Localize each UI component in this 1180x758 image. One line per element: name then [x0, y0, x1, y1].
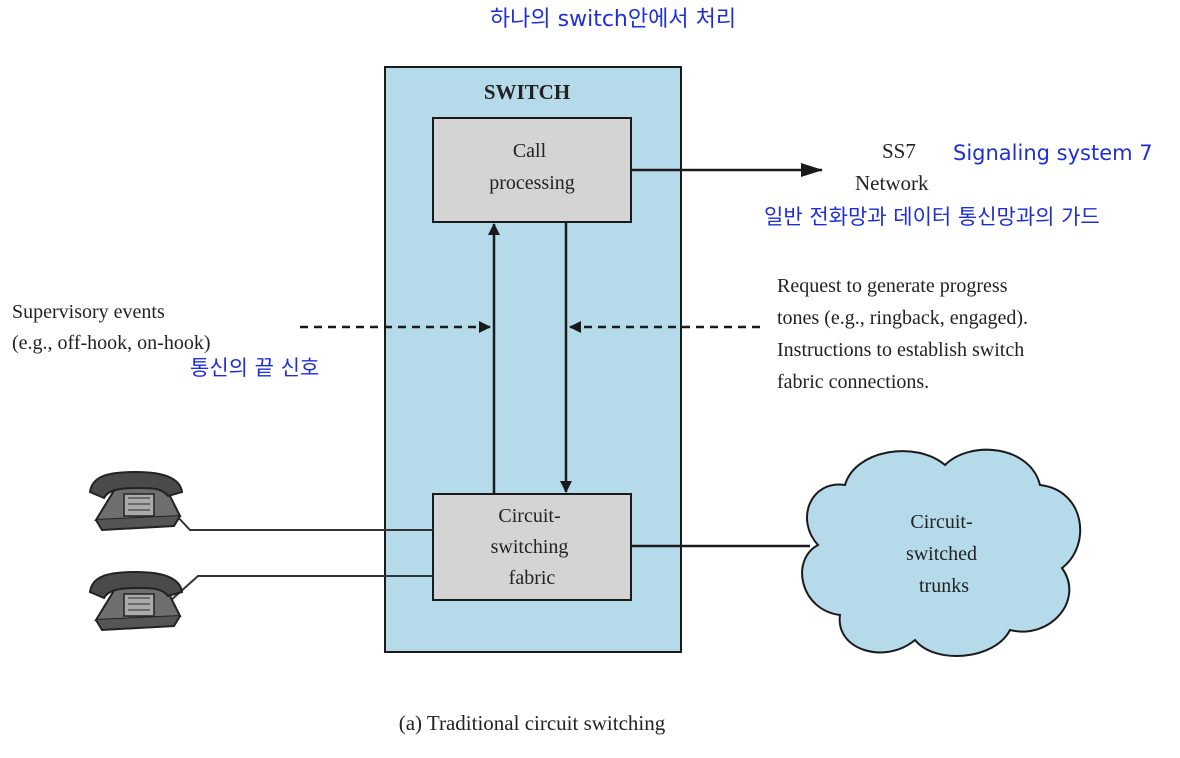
request-label: Request to generate progress tones (e.g.… [777, 275, 1033, 393]
trunks-line-1: Circuit- [910, 511, 972, 533]
phone-2-wire [159, 575, 433, 611]
call-processing-line-1: Call [513, 140, 547, 162]
request-line-1: Request to generate progress [777, 275, 1008, 297]
fabric-line-3: fabric [509, 567, 556, 589]
top-annotation: 하나의 switch안에서 처리 [490, 7, 736, 32]
trunks-label: Circuit- switched trunks [906, 511, 982, 597]
phone-1-wire [174, 513, 433, 531]
telephone-icon [88, 470, 184, 532]
supervisory-events-label: Supervisory events (e.g., off-hook, on-h… [12, 301, 210, 354]
trunks-line-3: trunks [919, 575, 969, 597]
switch-title: SWITCH [484, 80, 570, 104]
network-label: Network [855, 171, 929, 195]
fabric-line-2: switching [491, 536, 569, 558]
call-processing-box [432, 117, 632, 223]
figure-caption: (a) Traditional circuit switching [399, 711, 666, 735]
supervisory-line-2: (e.g., off-hook, on-hook) [12, 332, 210, 354]
onhook-annotation: 통신의 끝 신호 [190, 356, 319, 380]
switching-fabric-label: Circuit- switching fabric [491, 505, 574, 589]
telephone-icon [88, 570, 184, 632]
request-line-2: tones (e.g., ringback, engaged). [777, 307, 1028, 329]
call-processing-line-2: processing [489, 172, 575, 194]
trunks-cloud [801, 448, 1082, 657]
fabric-line-1: Circuit- [498, 505, 560, 527]
ss7-expansion-annotation: Signaling system 7 [953, 141, 1153, 165]
supervisory-line-1: Supervisory events [12, 301, 165, 323]
call-processing-label: Call processing [489, 140, 575, 194]
ss7-label: SS7 [882, 139, 916, 163]
trunks-line-2: switched [906, 543, 977, 565]
request-line-4: fabric connections. [777, 371, 929, 393]
network-annotation: 일반 전화망과 데이터 통신망과의 가드 [764, 205, 1100, 229]
request-line-3: Instructions to establish switch [777, 339, 1024, 361]
